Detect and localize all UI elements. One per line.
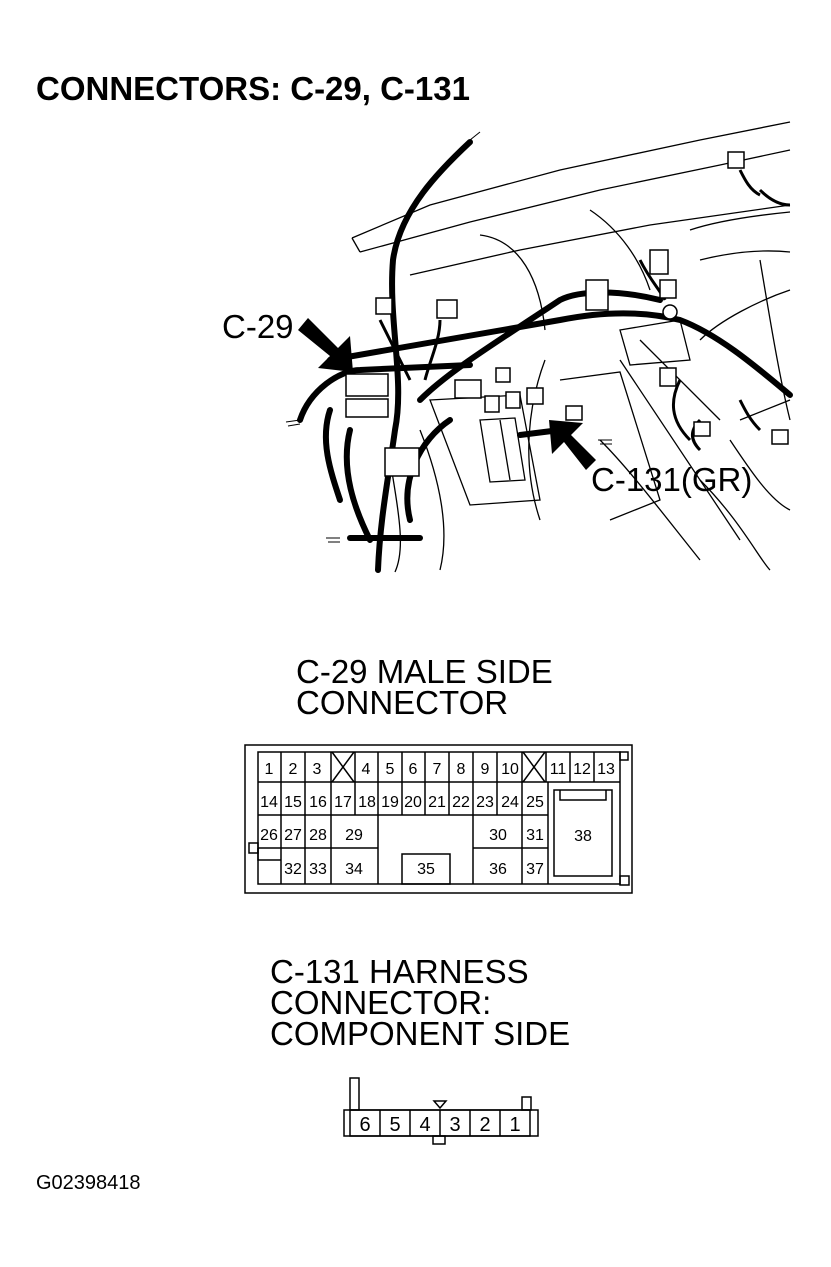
c29-pin-13: 13 xyxy=(597,761,615,778)
c29-pin-12: 12 xyxy=(573,761,591,778)
page-title: CONNECTORS: C-29, C-131 xyxy=(36,70,470,107)
c29-pin-34: 34 xyxy=(345,861,363,878)
c29-pin-33: 33 xyxy=(309,861,327,878)
c29-pin-36: 36 xyxy=(489,861,507,878)
c29-callout-label: C-29 xyxy=(222,308,294,345)
c131-pin-5: 5 xyxy=(389,1114,400,1136)
c29-pin-38: 38 xyxy=(574,828,592,845)
c29-heading-line2: CONNECTOR xyxy=(296,684,509,721)
c29-pin-9: 9 xyxy=(481,761,490,778)
c29-pin-18: 18 xyxy=(358,794,376,811)
c29-pin-20: 20 xyxy=(404,794,422,811)
c131-callout-label: C-131(GR) xyxy=(591,461,753,498)
c29-pin-11: 11 xyxy=(550,761,567,778)
c29-pin-7: 7 xyxy=(433,761,442,778)
c29-pin-14: 14 xyxy=(260,794,278,811)
c131-heading-line3: COMPONENT SIDE xyxy=(270,1015,571,1052)
c131-pin-4: 4 xyxy=(419,1114,430,1136)
c131-pin-6: 6 xyxy=(359,1114,370,1136)
c29-pin-17: 17 xyxy=(334,794,352,811)
dashboard-wiring-illustration xyxy=(285,121,793,573)
c131-heading: C-131 HARNESS CONNECTOR: COMPONENT SIDE xyxy=(270,953,571,1052)
c29-pin-32: 32 xyxy=(284,861,302,878)
c29-heading-line1: C-29 MALE SIDE xyxy=(296,653,553,690)
c131-pin-1: 1 xyxy=(509,1114,520,1136)
c29-pin-19: 19 xyxy=(381,794,399,811)
c29-pin-26: 26 xyxy=(260,827,278,844)
c29-pin-22: 22 xyxy=(452,794,470,811)
c29-pin-24: 24 xyxy=(501,794,519,811)
c29-pin-29: 29 xyxy=(345,827,363,844)
figure-code: G02398418 xyxy=(36,1172,141,1194)
c29-pin-5: 5 xyxy=(386,761,395,778)
c29-pin-21: 21 xyxy=(428,794,446,811)
c131-pin-3: 3 xyxy=(449,1114,460,1136)
c29-pin-15: 15 xyxy=(284,794,302,811)
c131-heading-line1: C-131 HARNESS xyxy=(270,953,529,990)
c29-pin-1: 1 xyxy=(265,761,274,778)
c29-pin-28: 28 xyxy=(309,827,327,844)
c29-pin-4: 4 xyxy=(362,761,371,778)
c131-pin-2: 2 xyxy=(479,1114,490,1136)
c131-heading-line2: CONNECTOR: xyxy=(270,984,492,1021)
c29-pin-2: 2 xyxy=(289,761,298,778)
c29-pin-8: 8 xyxy=(457,761,466,778)
c29-pin-10: 10 xyxy=(501,761,519,778)
c29-pin-37: 37 xyxy=(526,861,544,878)
c29-pin-35: 35 xyxy=(417,861,435,878)
c29-pin-31: 31 xyxy=(526,827,544,844)
c29-pin-16: 16 xyxy=(309,794,327,811)
c29-pin-27: 27 xyxy=(284,827,302,844)
c29-pin-23: 23 xyxy=(476,794,494,811)
c29-heading: C-29 MALE SIDE CONNECTOR xyxy=(296,653,553,721)
c29-pin-3: 3 xyxy=(313,761,322,778)
c29-pin-25: 25 xyxy=(526,794,544,811)
c29-pin-30: 30 xyxy=(489,827,507,844)
c29-pin-6: 6 xyxy=(409,761,418,778)
